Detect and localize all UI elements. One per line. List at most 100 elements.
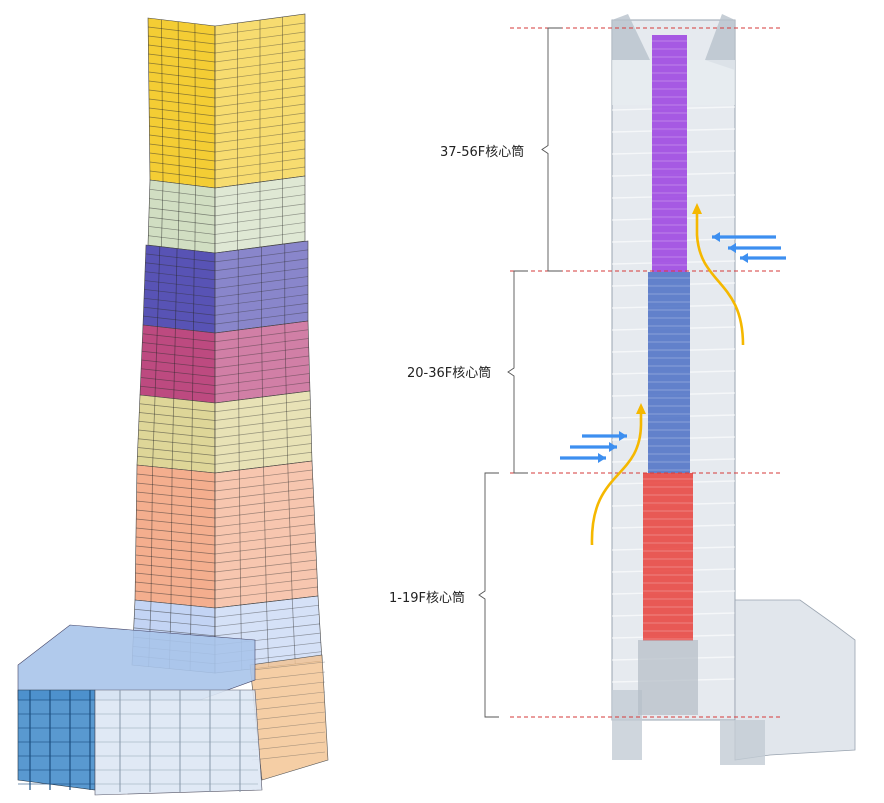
floor-beam <box>251 721 326 731</box>
floor-beam <box>135 590 216 600</box>
floor-beam <box>214 416 311 430</box>
podium-frame <box>17 624 263 796</box>
floor-beam <box>214 523 315 537</box>
floor-beam <box>214 408 311 421</box>
floor-beam <box>214 249 309 263</box>
floor-beam <box>141 359 216 369</box>
frame-column <box>237 329 240 401</box>
floor-beam <box>214 148 306 162</box>
floor-beam <box>214 302 309 316</box>
frame-column <box>150 466 153 602</box>
floor-beam <box>214 469 313 483</box>
floor-beam <box>251 701 326 711</box>
frame-column <box>194 185 196 251</box>
frame-band <box>139 320 311 404</box>
floor-beam <box>149 198 216 207</box>
floor-beam <box>135 563 216 573</box>
floor-beam <box>135 581 216 591</box>
floor-beam <box>214 559 317 573</box>
floor-beam <box>214 505 315 519</box>
floor-beam <box>148 216 216 226</box>
frame-column <box>190 470 193 606</box>
floor-beam <box>134 608 216 618</box>
floor-beam <box>149 152 216 162</box>
floor-beam <box>214 514 315 528</box>
frame-column <box>285 393 289 465</box>
floor-beam <box>148 235 216 245</box>
floor-beam <box>135 545 216 555</box>
zone-bracket-20-36 <box>507 270 528 474</box>
frame-column <box>284 323 287 395</box>
floor-beam <box>251 681 326 691</box>
core-tube-body <box>643 473 693 641</box>
floor-beam <box>214 364 310 378</box>
floor-beam <box>214 276 309 289</box>
flow-arrow-lower-head <box>636 403 646 414</box>
floor-beam <box>214 22 306 36</box>
floor-beam <box>149 134 216 144</box>
floor-beam <box>137 447 216 456</box>
frame-column <box>266 601 269 668</box>
core-base-shaft <box>638 640 698 715</box>
floor-beam <box>214 166 306 180</box>
frame-band <box>136 390 313 474</box>
floor-beam <box>149 107 216 117</box>
floor-beam <box>137 455 216 465</box>
floor-beam <box>214 346 309 360</box>
frame-column <box>238 399 240 471</box>
floor-beam <box>149 207 216 217</box>
floor-beam <box>144 280 216 289</box>
floor-beam <box>214 451 312 465</box>
frame-column <box>161 181 164 247</box>
floor-beam <box>143 297 216 307</box>
floor-beam <box>214 103 306 117</box>
floor-beam <box>138 429 216 439</box>
flow-arrow-upper-head <box>692 203 702 214</box>
zone-label-1-19: 1-19F核心筒 <box>389 591 465 606</box>
floor-beam <box>214 586 318 600</box>
wind-arrow-head <box>598 453 606 463</box>
floor-beam <box>141 350 216 360</box>
frame-column <box>175 248 178 329</box>
floor-beam <box>251 731 326 741</box>
frame-column <box>262 396 264 468</box>
floor-beam <box>148 35 216 45</box>
floor-beam <box>214 614 320 627</box>
floor-beam <box>214 94 306 108</box>
frame-column <box>161 19 164 182</box>
floor-beam <box>148 62 216 72</box>
wind-arrow-head <box>609 442 617 452</box>
frame-column <box>177 183 180 249</box>
floor-beam <box>214 40 306 54</box>
frame-column <box>291 598 296 665</box>
frame-column <box>157 246 161 327</box>
floor-beam <box>214 267 309 281</box>
podium-face-front <box>94 689 263 796</box>
floor-beam <box>142 342 216 351</box>
floor-beam <box>148 98 216 108</box>
floor-beam <box>141 368 216 378</box>
roof-fin-left <box>612 14 650 60</box>
floor-beam <box>136 527 216 537</box>
wind-arrow-head <box>740 253 748 263</box>
floor-beam <box>214 58 306 72</box>
floor-beam <box>140 377 216 386</box>
floor-beam <box>145 262 216 272</box>
floor-beam <box>251 691 326 701</box>
flow-arrow-lower <box>590 410 643 546</box>
floor-beam <box>149 161 216 171</box>
floor-beam <box>135 554 216 564</box>
floor-beam <box>149 188 216 198</box>
zone-label-20-36: 20-36F核心筒 <box>407 366 492 381</box>
floor-beam <box>214 157 306 171</box>
floor-beam <box>149 143 216 153</box>
frame-column <box>287 463 293 600</box>
floor-beam <box>148 80 216 90</box>
floor-beam <box>214 112 306 126</box>
floor-beam <box>138 420 216 430</box>
floor-beam <box>214 329 309 343</box>
floor-beam <box>148 71 216 81</box>
floor-beam <box>214 130 306 144</box>
floor-beam <box>148 44 216 54</box>
